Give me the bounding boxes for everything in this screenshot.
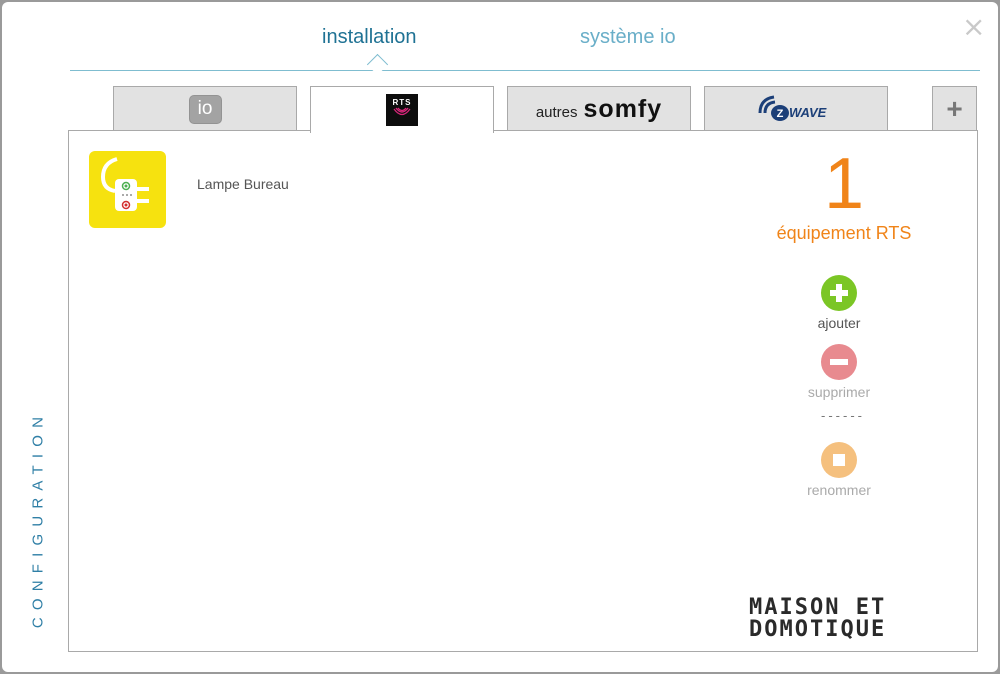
square-circle-icon (821, 442, 857, 478)
active-tab-notch (366, 53, 389, 76)
zwave-logo: Z WAVE (756, 93, 836, 125)
protocol-tabs: io RTS autres somfy Z WAVE (0, 84, 1000, 134)
tab-systeme-io[interactable]: système io (580, 26, 676, 48)
plug-icon (89, 151, 166, 228)
rts-logo-text: RTS (392, 98, 412, 107)
io-logo: io (188, 94, 222, 124)
tab-underline (70, 70, 980, 71)
device-count-label: équipement RTS (776, 223, 912, 243)
maison-et-domotique-logo: MAISON ET DOMOTIQUE (749, 597, 959, 645)
plus-circle-icon (821, 275, 857, 311)
device-count: 1 (823, 144, 865, 224)
tab-installation[interactable]: installation (322, 26, 417, 48)
plus-icon: + (946, 93, 963, 124)
somfy-logo: autres somfy (536, 95, 662, 124)
delete-device-button[interactable]: supprimer (779, 344, 899, 400)
brand-line-1: MAISON ET (749, 595, 887, 620)
svg-text:Z: Z (777, 108, 784, 120)
add-protocol-button[interactable]: + (932, 86, 977, 131)
zwave-logo-icon: Z WAVE (758, 95, 827, 121)
device-panel: Lampe Bureau 1 équipement RTS ajouter su… (68, 130, 978, 652)
action-separator: ------ (821, 408, 865, 423)
tab-autres-somfy[interactable]: autres somfy (507, 86, 691, 131)
side-label: CONFIGURATION (29, 409, 47, 629)
device-item[interactable]: Lampe Bureau (89, 151, 389, 231)
radio-waves-icon (393, 107, 411, 116)
brand-line-2: DOMOTIQUE (749, 617, 887, 642)
device-counter: 1 équipement RTS (759, 144, 929, 244)
delete-label: supprimer (807, 384, 871, 400)
tab-zwave[interactable]: Z WAVE (704, 86, 888, 131)
somfy-brand: somfy (583, 94, 663, 123)
tab-io[interactable]: io (113, 86, 297, 131)
close-icon[interactable]: × (962, 10, 986, 43)
add-device-button[interactable]: ajouter (779, 275, 899, 331)
device-name: Lampe Bureau (197, 176, 289, 192)
top-tabs: installation système io (70, 2, 980, 76)
somfy-prefix: autres (535, 103, 578, 121)
rename-device-button[interactable]: renommer (779, 442, 899, 498)
rts-logo: RTS (386, 94, 418, 126)
rename-label: renommer (807, 482, 871, 498)
svg-text:WAVE: WAVE (789, 105, 827, 120)
tab-rts[interactable]: RTS (310, 86, 494, 133)
minus-circle-icon (821, 344, 857, 380)
add-label: ajouter (817, 315, 861, 331)
